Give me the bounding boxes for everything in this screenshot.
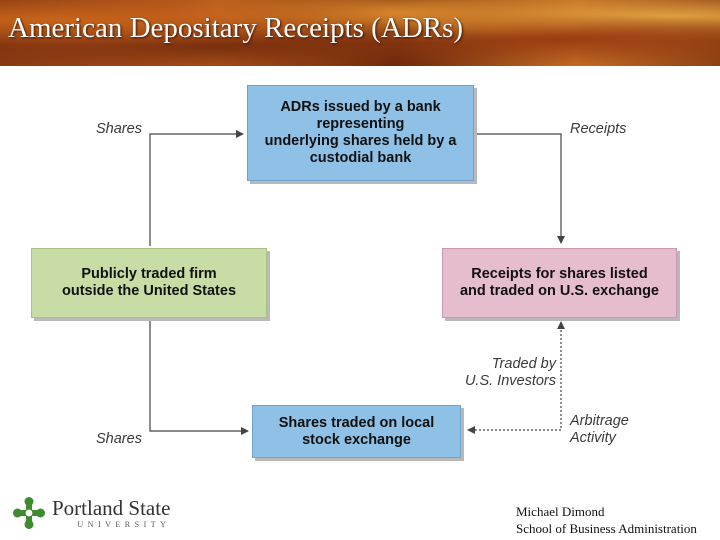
box-receipts-us-exchange: Receipts for shares listed and traded on… (442, 248, 677, 318)
author-school: School of Business Administration (516, 521, 697, 536)
author-credits: Michael Dimond School of Business Admini… (516, 503, 697, 537)
arrow-firm-to-local-exchange (149, 320, 249, 435)
arrow-adr-bank-to-receipts (476, 133, 565, 244)
arrow-firm-to-adr-bank (149, 130, 244, 246)
label-traded-by-line-1: Traded by (491, 356, 556, 372)
label-arbitrage-line-1: Arbitrage (570, 413, 629, 429)
label-traded-by-investors: Traded by U.S. Investors (456, 356, 556, 390)
label-shares-bottom: Shares (96, 431, 142, 447)
logo-name: Portland State (52, 496, 171, 520)
label-receipts: Receipts (570, 121, 627, 137)
box-firm-line-2: outside the United States (61, 283, 237, 299)
label-arbitrage-activity: Arbitrage Activity (570, 413, 629, 447)
box-local-stock-exchange: Shares traded on local stock exchange (252, 405, 461, 458)
box-firm-line-1: Publicly traded firm (81, 266, 217, 282)
box-adr-line-1: ADRs issued by a bank (280, 99, 441, 115)
portland-state-logo: Portland State UNIVERSITY (12, 496, 170, 530)
box-publicly-traded-firm: Publicly traded firm outside the United … (31, 248, 267, 318)
dotted-arrow-arbitrage (467, 390, 562, 434)
box-adr-line-4: custodial bank (309, 150, 412, 166)
author-name: Michael Dimond (516, 504, 605, 519)
box-local-line-1: Shares traded on local (278, 414, 435, 431)
label-shares-top: Shares (96, 121, 142, 137)
box-adr-line-3: underlying shares held by a (264, 133, 457, 149)
box-adr-line-2: representing (316, 116, 405, 132)
title-banner: American Depositary Receipts (ADRs) (0, 0, 720, 66)
label-arbitrage-line-2: Activity (570, 430, 616, 446)
logo-subtitle: UNIVERSITY (77, 520, 171, 529)
portland-state-emblem-icon (13, 497, 45, 529)
box-adr-issued-by-bank: ADRs issued by a bank representing under… (247, 85, 474, 181)
box-local-line-2: stock exchange (302, 431, 411, 448)
box-receipts-line-2: and traded on U.S. exchange (459, 283, 659, 299)
slide-title: American Depositary Receipts (ADRs) (8, 12, 464, 44)
label-traded-by-line-2: U.S. Investors (464, 373, 556, 389)
box-receipts-line-1: Receipts for shares listed (471, 266, 648, 282)
